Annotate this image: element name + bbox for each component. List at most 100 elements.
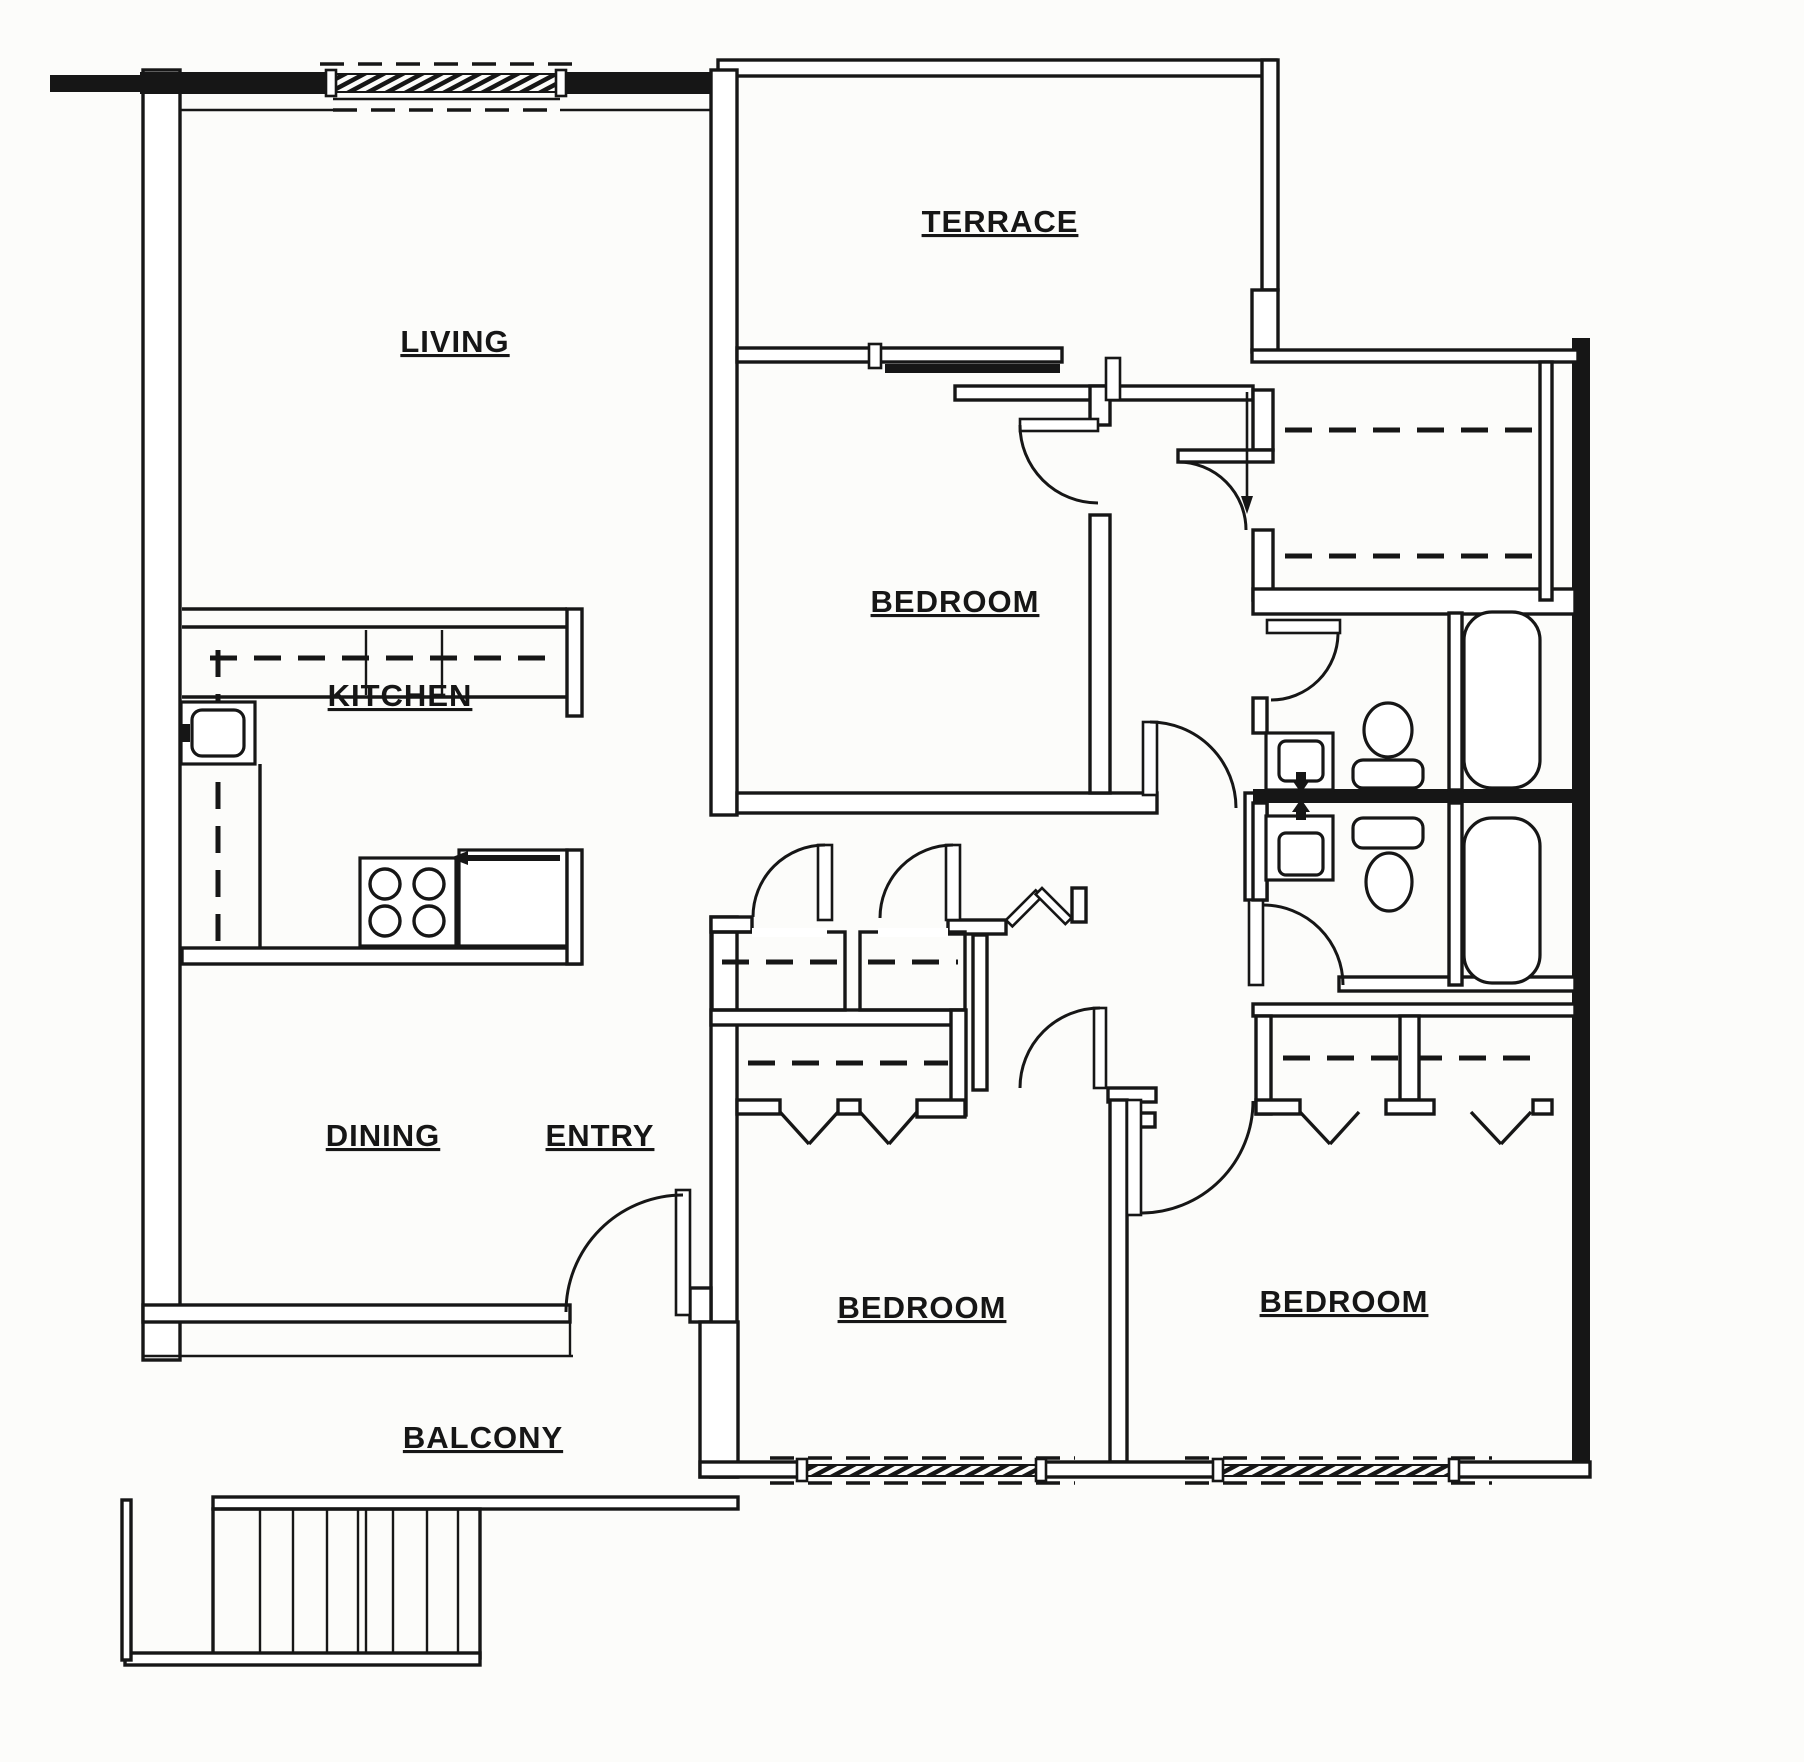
bathroom-lower <box>1251 799 1542 987</box>
bathroom-upper <box>1251 610 1542 793</box>
closet-center-support <box>1398 1014 1421 1102</box>
room-label-entry: ENTRY <box>546 1118 655 1153</box>
faucet <box>1292 799 1310 812</box>
slider-jamb-east <box>1104 356 1122 402</box>
closet-bedroom-left <box>735 1060 967 1146</box>
room-label-bedroom-top: BEDROOM <box>871 584 1040 619</box>
slider-jamb-west <box>867 342 883 370</box>
living-top-wall-right <box>558 72 718 94</box>
burner <box>368 867 402 901</box>
window-jamb <box>1211 1457 1225 1483</box>
tub-partition-upper <box>1447 611 1464 792</box>
closets <box>710 360 1554 1146</box>
bath-bath-divider-wall-heavy <box>1253 789 1575 803</box>
bedroom-top-door <box>1018 417 1100 505</box>
center-divider-wall-upper <box>709 68 739 817</box>
counter-end-wall <box>565 607 584 718</box>
burner <box>412 867 446 901</box>
toilet-lower <box>1351 816 1425 913</box>
stair-lower-rail <box>123 1651 482 1667</box>
right-exterior-wall-heavy <box>1572 338 1590 1477</box>
dining-bottom-wall <box>141 1303 572 1324</box>
stair-outline <box>211 1507 482 1660</box>
vanity-sink-lower <box>1264 799 1335 882</box>
bottom-wall-segment-2 <box>1036 1460 1224 1479</box>
closet-jamb <box>1254 1098 1302 1116</box>
faucet <box>1292 780 1310 793</box>
closet-jamb <box>836 1098 862 1116</box>
corridor-closet-door-2 <box>878 843 962 922</box>
room-label-kitchen: KITCHEN <box>328 678 473 713</box>
sliding-door-panel <box>885 364 1060 373</box>
range-stove <box>358 856 458 948</box>
burner <box>368 904 402 938</box>
tub-partition-lower <box>1447 801 1464 987</box>
linen-closet-left-wall-upper <box>1251 388 1275 452</box>
closet-bedroom-right <box>1254 1014 1554 1146</box>
bath-lower-door <box>1247 898 1345 987</box>
doors <box>564 392 1345 1317</box>
bottom-wall-segment-1 <box>698 1460 808 1479</box>
hall-entry-stub <box>1070 886 1088 924</box>
walls <box>50 58 1592 1479</box>
balcony-right-wall <box>698 1320 740 1479</box>
hall-door-to-bedroom-top <box>1141 720 1238 809</box>
vanity-sink-upper <box>1264 731 1335 793</box>
closet-jamb <box>915 1098 967 1119</box>
corridor-closet-door-1 <box>751 843 834 922</box>
window-jamb <box>554 68 568 98</box>
closet-door-head-jamb <box>1176 448 1275 464</box>
entry-door <box>564 1188 692 1317</box>
closet-inner-right-wall <box>1538 360 1554 602</box>
closet-top-right <box>1285 360 1554 602</box>
linen-closet-door-swing <box>1177 392 1253 531</box>
stair-left-post <box>120 1498 133 1662</box>
window-jamb <box>324 68 338 98</box>
bathtub-upper <box>1462 610 1542 790</box>
hall-double-door-leaves <box>1004 886 1074 929</box>
entry-door-jamb <box>688 1286 713 1324</box>
bedroom-left-door <box>1018 1006 1108 1090</box>
party-wall-stub-top-left <box>50 75 143 92</box>
corridor-closet-left-jamb <box>709 915 754 934</box>
bath-upper-door <box>1265 618 1342 702</box>
left-exterior-wall <box>141 68 182 1362</box>
room-labels: LIVING TERRACE BEDROOM KITCHEN DINING EN… <box>326 204 1429 1455</box>
room-label-bedroom-left: BEDROOM <box>838 1290 1007 1325</box>
kitchen-sink <box>179 700 257 766</box>
closet-shelf-divider-wall <box>709 1008 967 1027</box>
toilet-upper <box>1351 701 1425 790</box>
kitchen-counter-right <box>450 848 569 948</box>
window-jamb <box>1447 1457 1461 1483</box>
windows <box>320 62 1492 1485</box>
counter-base-band <box>180 946 582 966</box>
bedroom-right-door <box>1125 1098 1255 1217</box>
room-label-balcony: BALCONY <box>403 1420 563 1455</box>
room-label-terrace: TERRACE <box>922 204 1079 239</box>
room-label-dining: DINING <box>326 1118 441 1153</box>
burner <box>412 904 446 938</box>
terrace-top-wall <box>716 58 1278 78</box>
counter-arrow-head <box>450 851 468 865</box>
bedroom-right-wall-lower <box>1088 513 1112 795</box>
balcony-outer-rail <box>211 1495 740 1511</box>
bifold-doors <box>1298 1110 1533 1146</box>
closet-bottom-right-top-wall <box>1251 1002 1577 1018</box>
bifold-doors <box>778 1110 919 1146</box>
counter-end-wall-lower <box>565 848 584 966</box>
faucet <box>181 724 190 742</box>
bedroom-top-bottom-wall <box>735 791 1159 815</box>
window-jamb <box>795 1457 809 1483</box>
balcony-and-stairs <box>120 1495 740 1667</box>
room-label-bedroom-right: BEDROOM <box>1260 1284 1429 1319</box>
closet-top-wall-band <box>1250 348 1580 364</box>
room-label-living: LIVING <box>400 324 509 359</box>
closet-jamb <box>1531 1098 1554 1116</box>
closet-jamb <box>735 1098 782 1116</box>
living-window <box>320 62 572 101</box>
closet-bath-divider-wall <box>1251 587 1577 616</box>
bedroom-right-window <box>1185 1456 1492 1485</box>
window-jamb <box>1034 1457 1048 1483</box>
